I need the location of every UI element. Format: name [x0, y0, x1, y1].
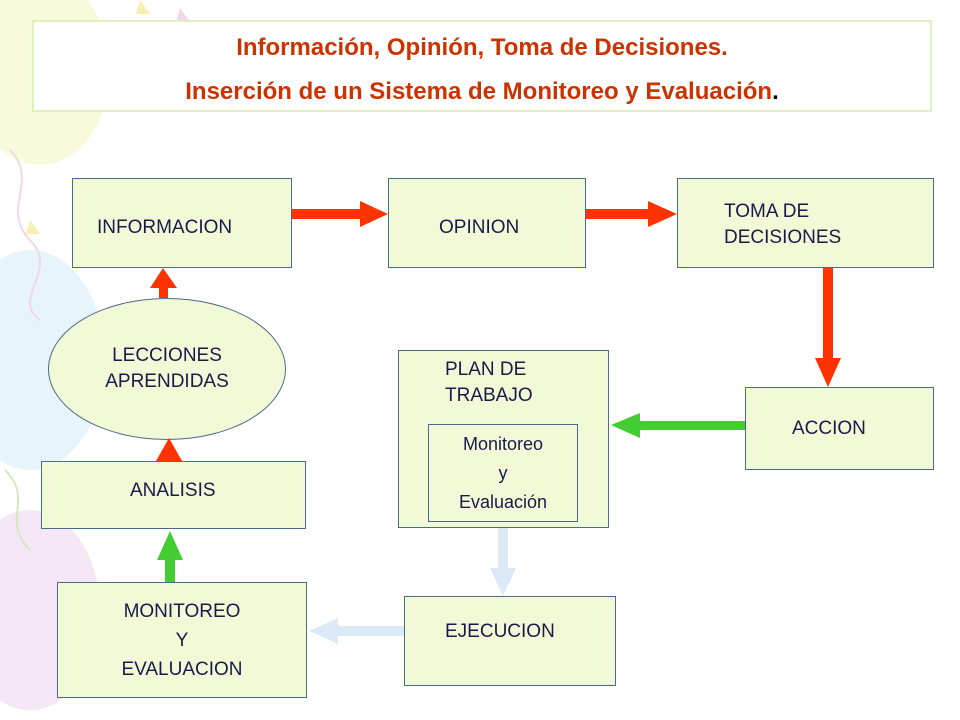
- title-period: .: [772, 78, 779, 105]
- title-line-1: Información, Opinión, Toma de Decisiones…: [236, 34, 728, 61]
- arrow-analisis-to-lecciones: [156, 438, 182, 461]
- arrow-monitoreo-to-analisis: [157, 531, 183, 582]
- informacion-box: INFORMACION: [72, 178, 292, 268]
- arrow-toma-decisiones-to-accion: [815, 268, 841, 387]
- ejecucion-label: EJECUCION: [445, 621, 555, 642]
- arrow-ejecucion-to-monitoreo: [309, 618, 404, 644]
- accion-label: ACCION: [792, 418, 866, 439]
- arrow-opinion-to-toma-decisiones: [586, 201, 677, 227]
- opinion-box: OPINION: [388, 178, 586, 268]
- toma-decisiones-box: TOMA DE DECISIONES: [677, 178, 934, 268]
- title-line-2: Inserción de un Sistema de Monitoreo y E…: [34, 78, 930, 106]
- monitoreo-evaluacion-inner-box: Monitoreo y Evaluación: [428, 424, 578, 522]
- informacion-label: INFORMACION: [97, 217, 233, 238]
- arrow-accion-to-plan-trabajo: [611, 413, 745, 438]
- ejecucion-box: EJECUCION: [404, 596, 616, 686]
- analisis-box: ANALISIS: [41, 461, 306, 529]
- plan-trabajo-label: PLAN DE TRABAJO: [445, 359, 533, 406]
- accion-box: ACCION: [745, 387, 934, 470]
- monitoreo-evaluacion-box: MONITOREO Y EVALUACION: [57, 582, 307, 698]
- arrow-plan-trabajo-to-ejecucion: [490, 528, 516, 596]
- arrow-lecciones-to-informacion: [150, 268, 177, 298]
- analisis-label: ANALISIS: [130, 480, 216, 501]
- opinion-label: OPINION: [439, 217, 520, 238]
- toma-decisiones-label: TOMA DE DECISIONES: [724, 201, 842, 248]
- title-line-2-text: Inserción de un Sistema de Monitoreo y E…: [185, 78, 773, 105]
- title-box: Información, Opinión, Toma de Decisiones…: [32, 20, 932, 112]
- lecciones-aprendidas-ellipse: LECCIONES APRENDIDAS: [48, 298, 286, 440]
- arrow-informacion-to-opinion: [292, 201, 388, 227]
